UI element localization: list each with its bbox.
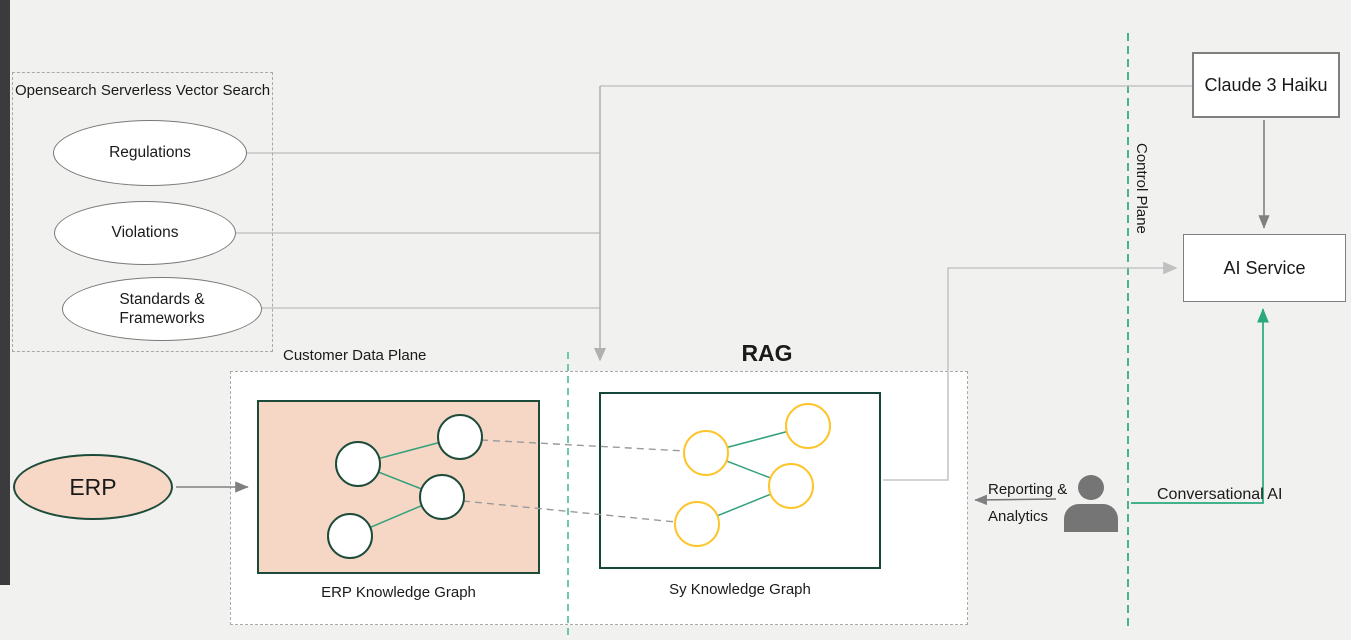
- sy-knowledge-graph-caption: Sy Knowledge Graph: [669, 581, 811, 598]
- opensearch-panel-title: Opensearch Serverless Vector Search: [14, 82, 271, 99]
- reporting-analytics-label: Reporting & Analytics: [988, 481, 1068, 525]
- graph-node: [327, 513, 373, 559]
- graph-node: [768, 463, 814, 509]
- regulations-label: Regulations: [109, 144, 191, 162]
- dashed-link-bottom: [462, 500, 677, 523]
- conversational-ai-label: Conversational AI: [1157, 486, 1283, 503]
- standards-frameworks-ellipse: Standards & Frameworks: [62, 277, 262, 341]
- graph-node: [785, 403, 831, 449]
- violations-ellipse: Violations: [54, 201, 236, 265]
- erp-source-ellipse: ERP: [13, 454, 173, 520]
- arrow-reporting-analytics: [974, 494, 1057, 506]
- erp-label: ERP: [69, 473, 117, 500]
- control-plane-label: Control Plane: [1133, 143, 1150, 234]
- graph-node: [437, 414, 483, 460]
- erp-knowledge-graph-caption: ERP Knowledge Graph: [321, 584, 476, 601]
- arrow-rag-to-ai-service: [883, 261, 1178, 481]
- ai-service-label: AI Service: [1223, 257, 1306, 278]
- graph-node: [335, 441, 381, 487]
- user-icon-body: [1064, 504, 1118, 532]
- claude-3-haiku-label: Claude 3 Haiku: [1204, 74, 1328, 95]
- window-edge-bar: [0, 0, 10, 585]
- opensearch-panel: [12, 72, 273, 352]
- customer-data-plane-label: Customer Data Plane: [283, 347, 427, 364]
- violations-label: Violations: [111, 224, 179, 242]
- rag-label: RAG: [741, 340, 793, 366]
- arrow-conversational-to-ai-service: [1131, 308, 1269, 504]
- user-icon: [1063, 475, 1119, 532]
- user-icon-head: [1078, 475, 1104, 500]
- erp-knowledge-graph-box: [257, 400, 540, 574]
- dashed-link-top: [480, 439, 686, 452]
- ai-service-box: AI Service: [1183, 234, 1346, 302]
- graph-node: [683, 430, 729, 476]
- sy-knowledge-graph-box: [599, 392, 881, 569]
- claude-3-haiku-box: Claude 3 Haiku: [1192, 52, 1340, 118]
- graph-node: [674, 501, 720, 547]
- standards-frameworks-label: Standards & Frameworks: [119, 290, 205, 327]
- graph-node: [419, 474, 465, 520]
- regulations-ellipse: Regulations: [53, 120, 247, 186]
